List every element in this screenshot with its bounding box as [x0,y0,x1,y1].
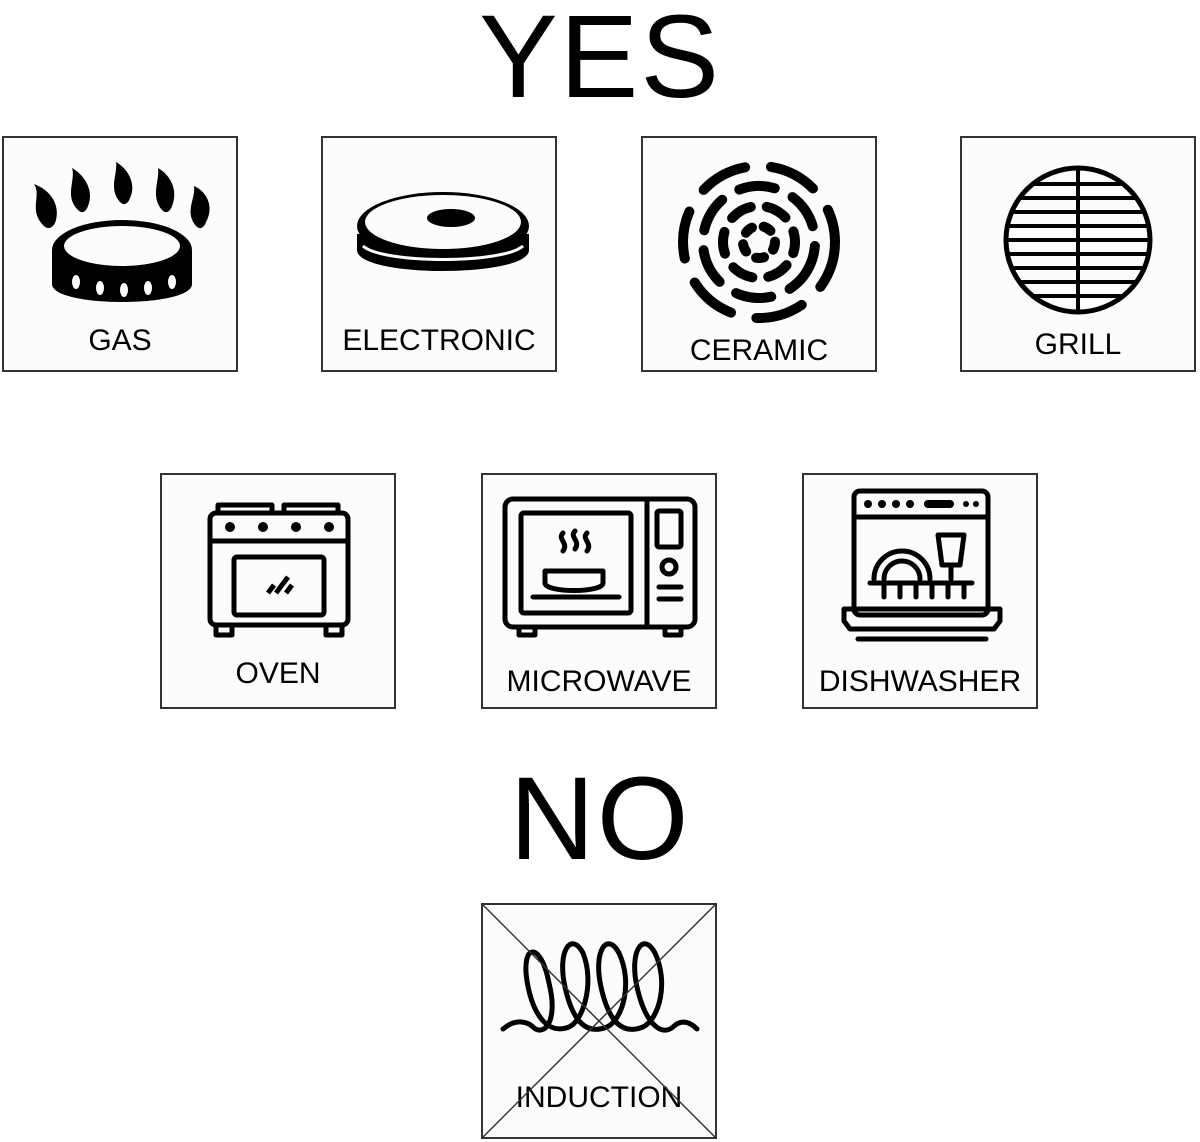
oven-label: OVEN [235,657,321,690]
induction-coil-icon [500,941,700,1033]
oven-tile: OVEN [160,473,396,709]
ceramic-tile: CERAMIC [641,136,877,372]
induction-tile: INDUCTION [481,903,717,1139]
dishwasher-icon [841,488,1003,642]
gas-burner-icon [34,162,210,302]
grill-tile: GRILL [960,136,1196,372]
microwave-tile: MICROWAVE [481,473,717,709]
electric-hotplate-icon [357,192,529,271]
electronic-tile: ELECTRONIC [321,136,557,372]
gas-tile: GAS [2,136,238,372]
yes-heading: YES [478,0,722,123]
induction-label: INDUCTION [515,1081,683,1114]
grill-icon [1003,165,1153,315]
microwave-label: MICROWAVE [506,665,692,698]
ceramic-hob-icon [678,161,840,323]
no-heading: NO [509,753,691,885]
microwave-icon [502,496,698,638]
oven-icon [207,502,351,638]
electronic-label: ELECTRONIC [342,324,536,357]
grill-label: GRILL [1034,328,1122,361]
dishwasher-label: DISHWASHER [818,665,1022,698]
ceramic-label: CERAMIC [689,334,829,367]
dishwasher-tile: DISHWASHER [802,473,1038,709]
gas-label: GAS [88,324,152,357]
not-allowed-cross-icon [483,905,715,1137]
